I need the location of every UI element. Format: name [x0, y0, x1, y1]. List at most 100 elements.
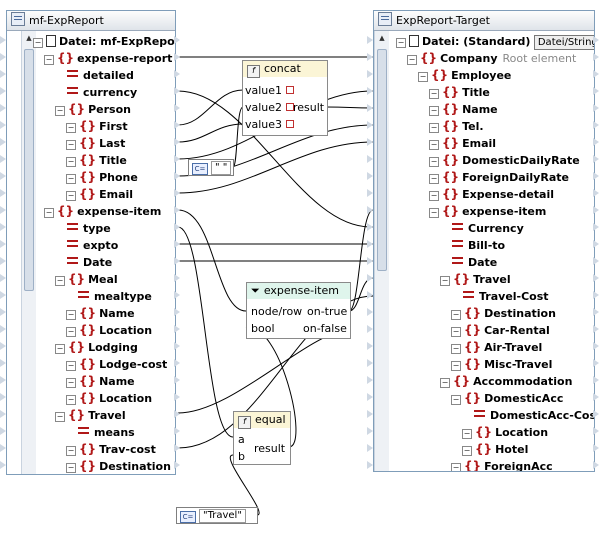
connector-port[interactable]	[367, 444, 373, 452]
connector-port[interactable]	[0, 359, 6, 367]
connector-port[interactable]	[174, 121, 180, 129]
source-tree-row[interactable]: −{}Destination	[66, 458, 171, 474]
connector-port[interactable]	[367, 393, 373, 401]
connector-port[interactable]	[174, 257, 180, 265]
collapse-toggle-icon[interactable]: −	[462, 446, 472, 456]
source-tree-row[interactable]: −{}expense-item	[44, 203, 161, 220]
collapse-toggle-icon[interactable]: −	[418, 72, 428, 82]
connector-port[interactable]	[593, 308, 599, 316]
connector-port[interactable]	[593, 444, 599, 452]
collapse-toggle-icon[interactable]: −	[66, 395, 76, 405]
collapse-toggle-icon[interactable]: −	[55, 106, 65, 116]
connector-port[interactable]	[174, 461, 180, 469]
remove-input-icon[interactable]	[285, 120, 294, 128]
connector-port[interactable]	[593, 36, 599, 44]
source-scrollbar[interactable]: ▲	[21, 31, 36, 474]
connector-port[interactable]	[174, 342, 180, 350]
connector-port[interactable]	[367, 223, 373, 231]
target-tree-row[interactable]: −{}Expense-detail	[429, 186, 554, 203]
source-tree-row[interactable]: means	[66, 424, 135, 441]
connector-port[interactable]	[0, 444, 6, 452]
connector-port[interactable]	[0, 427, 6, 435]
target-tree-row[interactable]: −{}Air-Travel	[451, 339, 542, 356]
target-tree-row[interactable]: Travel-Cost	[451, 288, 549, 305]
source-component-panel[interactable]: mf-ExpReport ▲ −Datei: mf-ExpReport−{}ex…	[6, 10, 176, 475]
remove-input-icon[interactable]	[285, 103, 294, 111]
connector-port[interactable]	[0, 104, 6, 112]
connector-port[interactable]	[593, 121, 599, 129]
target-tree-row[interactable]: −{}Location	[462, 424, 548, 441]
connector-port[interactable]	[593, 291, 599, 299]
source-tree-row[interactable]: −{}Phone	[66, 169, 138, 186]
connector-port[interactable]	[174, 223, 180, 231]
connector-port[interactable]	[0, 461, 6, 469]
concat-input-value3[interactable]: value3	[245, 117, 294, 132]
collapse-toggle-icon[interactable]: −	[66, 157, 76, 167]
connector-port[interactable]	[0, 393, 6, 401]
collapse-toggle-icon[interactable]: −	[451, 344, 461, 354]
connector-port[interactable]	[0, 121, 6, 129]
target-component-panel[interactable]: ExpReport-Target ▲ −Datei: (Standard) Da…	[373, 10, 595, 472]
connector-port[interactable]	[367, 240, 373, 248]
connector-port[interactable]	[367, 342, 373, 350]
connector-port[interactable]	[174, 274, 180, 282]
source-tree-row[interactable]: −{}Location	[66, 390, 152, 407]
target-tree-row[interactable]: Bill-to	[440, 237, 505, 254]
connector-port[interactable]	[593, 393, 599, 401]
collapse-toggle-icon[interactable]: −	[407, 55, 417, 65]
connector-port[interactable]	[0, 291, 6, 299]
target-tree-row[interactable]: −{}Car-Rental	[451, 322, 550, 339]
target-tree-row[interactable]: −{}DomesticDailyRate	[429, 152, 580, 169]
connector-port[interactable]	[0, 240, 6, 248]
connector-port[interactable]	[593, 172, 599, 180]
source-tree-row[interactable]: Date	[55, 254, 112, 271]
connector-port[interactable]	[367, 274, 373, 282]
connector-port[interactable]	[174, 189, 180, 197]
collapse-toggle-icon[interactable]: −	[66, 327, 76, 337]
connector-port[interactable]	[174, 308, 180, 316]
concat-input-value1[interactable]: value1	[245, 83, 294, 98]
connector-port[interactable]	[174, 325, 180, 333]
connector-port[interactable]	[0, 410, 6, 418]
connector-port[interactable]	[0, 376, 6, 384]
source-tree-row[interactable]: −{}Lodge-cost	[66, 356, 167, 373]
collapse-toggle-icon[interactable]: −	[55, 276, 65, 286]
connector-port[interactable]	[367, 189, 373, 197]
connector-port[interactable]	[0, 172, 6, 180]
connector-port[interactable]	[0, 325, 6, 333]
equal-input-a[interactable]: a	[238, 433, 245, 446]
connector-port[interactable]	[367, 53, 373, 61]
equal-output-result[interactable]: result	[254, 442, 286, 455]
connector-port[interactable]	[593, 104, 599, 112]
target-tree-row[interactable]: −{}ForeignAcc	[451, 458, 553, 472]
connector-port[interactable]	[593, 70, 599, 78]
collapse-toggle-icon[interactable]: −	[66, 463, 76, 473]
connector-port[interactable]	[593, 87, 599, 95]
connector-port[interactable]	[367, 206, 373, 214]
connector-port[interactable]	[367, 36, 373, 44]
source-tree-row[interactable]: −Datei: mf-ExpReport	[33, 33, 175, 50]
target-tree-row[interactable]: −{}expense-item	[429, 203, 546, 220]
connector-port[interactable]	[593, 155, 599, 163]
connector-port[interactable]	[0, 206, 6, 214]
target-tree-row[interactable]: Date	[440, 254, 497, 271]
filter-input-bool[interactable]: bool	[251, 322, 275, 335]
connector-port[interactable]	[174, 444, 180, 452]
collapse-toggle-icon[interactable]: −	[44, 208, 54, 218]
scroll-up-arrow-icon[interactable]: ▲	[379, 34, 385, 42]
connector-port[interactable]	[0, 53, 6, 61]
connector-port[interactable]	[0, 308, 6, 316]
source-tree-row[interactable]: −{}Email	[66, 186, 133, 203]
target-tree-row[interactable]: −{}Name	[429, 101, 498, 118]
target-tree-row[interactable]: −{}Email	[429, 135, 496, 152]
source-tree-row[interactable]: −{}First	[66, 118, 128, 135]
source-tree-row[interactable]: type	[55, 220, 111, 237]
target-tree-row[interactable]: −{}Accommodation	[440, 373, 572, 390]
connector-port[interactable]	[593, 342, 599, 350]
constant-travel[interactable]: C="Travel"	[176, 507, 258, 524]
collapse-toggle-icon[interactable]: −	[451, 463, 461, 472]
collapse-toggle-icon[interactable]: −	[66, 123, 76, 133]
connector-port[interactable]	[593, 257, 599, 265]
